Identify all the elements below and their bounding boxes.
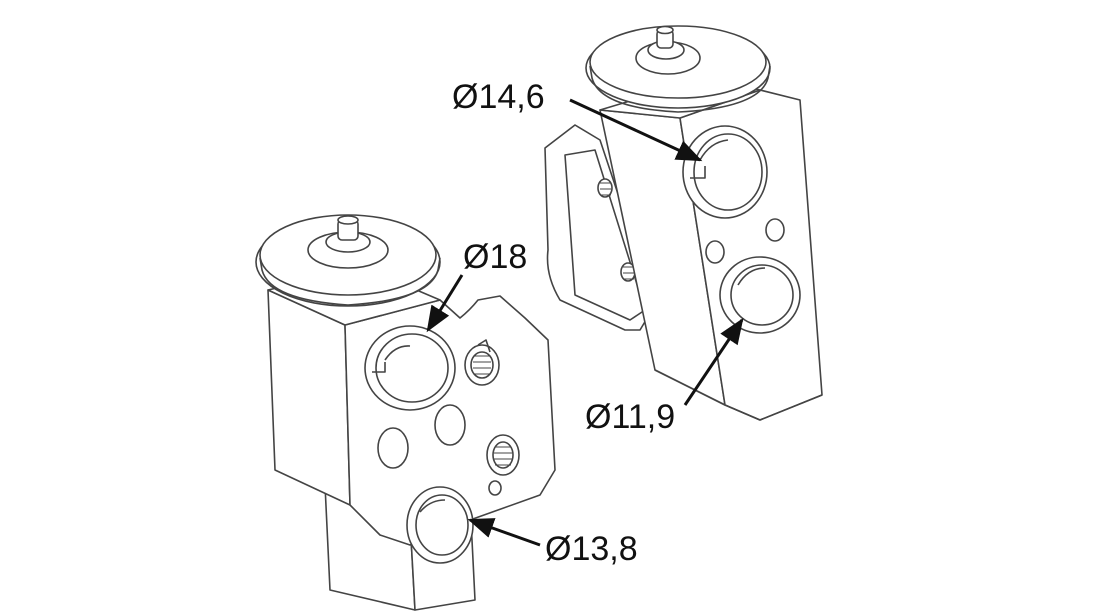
dimension-labels: Ø18 Ø13,8 Ø14,6 Ø11,9: [452, 78, 675, 568]
arrow-d18: [426, 274, 464, 333]
left-valve-diaphragm-cap: [255, 214, 441, 307]
right-valve-port-14-6: [682, 125, 768, 219]
right-valve-bottom-edge: [654, 369, 823, 421]
left-valve-port-18: [364, 325, 456, 411]
right-valve-port-11-9: [719, 256, 801, 334]
left-valve-threaded-fitting-lower: [486, 434, 520, 476]
label-d18: Ø18: [463, 238, 527, 276]
right-expansion-valve: [544, 25, 823, 421]
right-valve-diaphragm-cap: [585, 25, 771, 113]
left-valve-hole-1: [377, 427, 409, 469]
dimension-arrows: [426, 98, 744, 547]
left-valve-port-13-8: [406, 486, 474, 564]
left-valve-hole-2: [434, 404, 466, 446]
left-expansion-valve: [255, 214, 556, 611]
arrow-d13-8: [467, 518, 541, 547]
right-valve-hole-2: [765, 218, 785, 242]
label-d14-6: Ø14,6: [452, 78, 545, 116]
left-valve-threaded-fitting-upper: [464, 339, 500, 386]
left-valve-small-hole: [488, 480, 502, 496]
right-valve-hole-1: [705, 240, 725, 264]
arrow-d14-6: [569, 98, 703, 162]
label-d11-9: Ø11,9: [585, 398, 675, 436]
label-d13-8: Ø13,8: [545, 530, 638, 568]
arrow-d11-9: [683, 317, 744, 406]
